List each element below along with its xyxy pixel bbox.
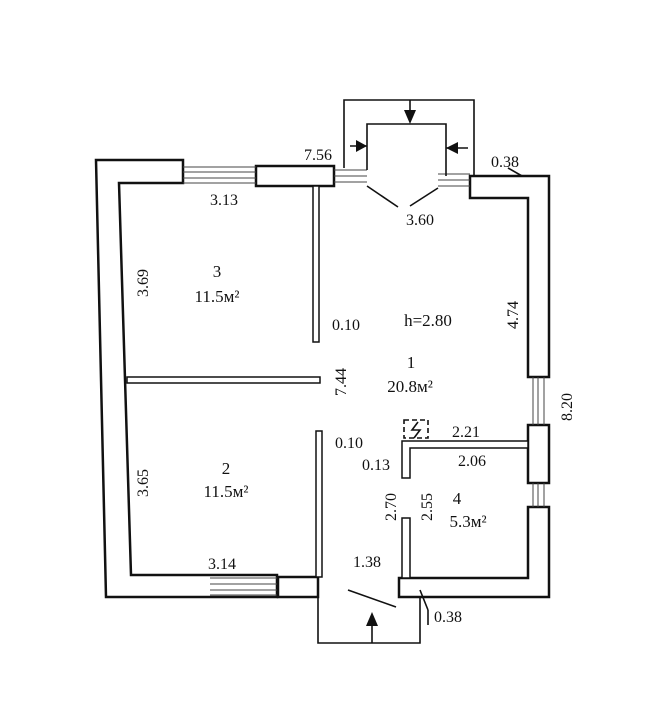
room-2-area: 11.5м² xyxy=(204,482,249,501)
electrical-panel-icon xyxy=(403,419,429,439)
window-hall-right xyxy=(532,377,545,425)
dim-partition-room2: 0.10 xyxy=(335,435,363,452)
dim-top-right-wall: 0.38 xyxy=(491,154,519,171)
room4-top-wall xyxy=(401,440,529,479)
windows xyxy=(183,166,545,596)
entrance-porch xyxy=(317,589,429,644)
dim-room4-top-outer: 2.21 xyxy=(452,424,480,441)
window-top-right-of-porch xyxy=(438,173,470,187)
dim-room2-bottom: 3.14 xyxy=(208,556,236,573)
window-top-left-of-porch xyxy=(334,169,367,183)
dim-room4-wall: 0.13 xyxy=(362,457,390,474)
dim-hall-depth: 7.44 xyxy=(333,368,350,396)
room-2-number: 2 xyxy=(222,459,231,478)
top-wall-segment xyxy=(254,164,336,188)
room-3-area: 11.5м² xyxy=(195,287,240,306)
window-room3 xyxy=(183,166,256,184)
dim-room3-top: 3.13 xyxy=(210,192,238,209)
left-exterior-wall xyxy=(94,158,279,599)
bottom-wall-segment xyxy=(276,575,320,599)
right-exterior-wall-lower xyxy=(397,505,551,599)
partition-room3 xyxy=(312,185,320,343)
room4-left-wall xyxy=(401,517,411,579)
walls xyxy=(94,158,551,599)
dim-room4-left-inner: 2.55 xyxy=(419,493,436,521)
right-exterior-wall-mid xyxy=(526,423,551,485)
dim-room2-left: 3.65 xyxy=(135,469,152,497)
dim-overall-right: 8.20 xyxy=(559,393,576,421)
dim-partition-room3: 0.10 xyxy=(332,317,360,334)
dim-room4-left-outer: 2.70 xyxy=(383,493,400,521)
top-porch xyxy=(343,99,523,208)
dim-entrance-width: 1.38 xyxy=(353,554,381,571)
ceiling-height: h=2.80 xyxy=(404,311,452,330)
partition-room2-room3 xyxy=(126,376,321,384)
dim-bottom-wall: 0.38 xyxy=(434,609,462,626)
dimension-labels: 7.56 0.38 3.13 3.60 0.10 0.10 2.21 2.06 … xyxy=(135,147,576,626)
window-room2 xyxy=(210,577,277,596)
right-exterior-wall-upper xyxy=(468,174,551,379)
room-3-number: 3 xyxy=(213,262,222,281)
dim-room3-left: 3.69 xyxy=(135,269,152,297)
window-room4 xyxy=(532,483,545,507)
room-1-number: 1 xyxy=(407,353,416,372)
dim-hall-top: 3.60 xyxy=(406,212,434,229)
room-4-number: 4 xyxy=(453,489,462,508)
dim-room4-top-inner: 2.06 xyxy=(458,453,486,470)
room-4-area: 5.3м² xyxy=(449,512,486,531)
dim-porch-width: 7.56 xyxy=(304,147,332,164)
room-1-area: 20.8м² xyxy=(387,377,433,396)
partition-room2 xyxy=(315,430,323,578)
dim-right-wall-upper: 4.74 xyxy=(505,301,522,329)
room-labels: 1 20.8м² h=2.80 2 11.5м² 3 11.5м² 4 5.3м… xyxy=(195,262,487,531)
